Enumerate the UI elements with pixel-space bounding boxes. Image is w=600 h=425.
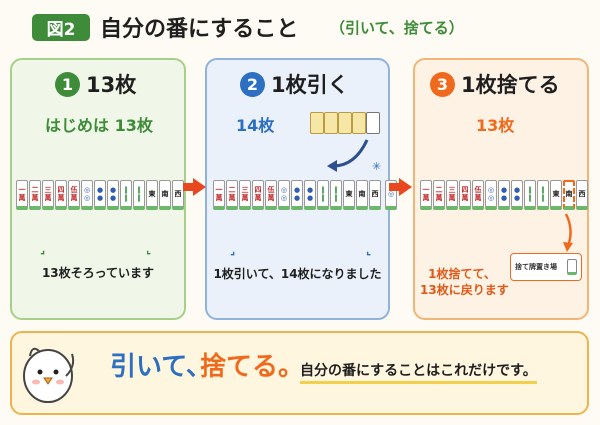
page-title: 自分の番にすること xyxy=(100,17,299,42)
step-3-number-badge: 3 xyxy=(430,71,455,97)
hand-tile: ◎◎ xyxy=(81,180,93,210)
step-3-title: 1枚捨てる xyxy=(461,73,560,97)
sparkle-icon: ⌞ xyxy=(146,243,152,256)
step-2-heading: 2 1枚引く xyxy=(240,70,349,98)
step-3-count: 13枚 xyxy=(476,116,515,135)
hand-tile: ‖‖ xyxy=(537,180,549,210)
step-2-hand: 一萬二萬三萬四萬伍萬◎◎●●●●‖‖‖‖東南西◎ xyxy=(213,180,397,210)
hand-tile: ●● xyxy=(498,180,510,210)
discard-tile: 南 xyxy=(563,180,575,210)
step-2-title: 1枚引く xyxy=(271,73,349,97)
step-1-heading: 1 13枚 xyxy=(55,70,136,98)
hand-tile: 伍萬 xyxy=(68,180,80,210)
step-3-hand: 一萬二萬三萬四萬伍萬◎◎●●●●‖‖‖‖東南西 xyxy=(420,180,588,210)
hand-tile: ●● xyxy=(291,180,303,210)
discard-arrow-icon xyxy=(563,213,573,252)
hand-tile: ●● xyxy=(511,180,523,210)
hand-tile: 伍萬 xyxy=(472,180,484,210)
discard-area-label: 捨て牌置き場 xyxy=(515,263,557,271)
hand-tile: 東 xyxy=(550,180,562,210)
step-2-count: 14枚 xyxy=(236,116,275,135)
hand-tile: 一萬 xyxy=(420,180,432,210)
next-step-arrow-icon xyxy=(389,178,412,196)
sparkle-icon: ✳ xyxy=(372,160,382,173)
hand-tile: ‖‖ xyxy=(120,180,132,210)
hand-tile: ‖‖ xyxy=(330,180,342,210)
step-1-hand: 一萬二萬三萬四萬伍萬◎◎●●●●‖‖‖‖東南西 xyxy=(16,180,184,210)
hand-tile: 四萬 xyxy=(252,180,264,210)
hand-tile: 二萬 xyxy=(29,180,41,210)
figure-label: 図2 xyxy=(32,14,90,41)
hand-tile: 四萬 xyxy=(459,180,471,210)
next-step-arrow-icon xyxy=(183,178,206,196)
hand-tile: 一萬 xyxy=(213,180,225,210)
hand-tile: 南 xyxy=(159,180,171,210)
draw-curve-arrow-icon xyxy=(327,139,369,172)
hand-tile: 西 xyxy=(576,180,588,210)
hand-tile: 西 xyxy=(369,180,381,210)
hand-tile: 南 xyxy=(356,180,368,210)
hand-tile: 四萬 xyxy=(55,180,67,210)
hand-tile: 三萬 xyxy=(239,180,251,210)
step-3-heading: 3 1枚捨てる xyxy=(430,70,560,98)
hand-tile: 二萬 xyxy=(226,180,238,210)
summary-draw: 引いて、 xyxy=(110,352,212,382)
sparkle-icon: ⌟ xyxy=(40,243,46,256)
summary-discard: 捨てる。 xyxy=(200,352,305,382)
hand-tile: 一萬 xyxy=(16,180,28,210)
hand-tile: ◎◎ xyxy=(485,180,497,210)
hand-tile: 三萬 xyxy=(42,180,54,210)
step-1-title: 13枚 xyxy=(86,73,137,97)
step-1-number-badge: 1 xyxy=(55,71,80,97)
step-1-count: はじめは 13枚 xyxy=(45,116,153,135)
hand-tile: ‖‖ xyxy=(524,180,536,210)
hand-tile: 二萬 xyxy=(433,180,445,210)
bird-mascot-icon xyxy=(23,347,75,403)
hand-tile: ‖‖ xyxy=(317,180,329,210)
summary-banner xyxy=(10,331,589,415)
tile-wall-stack xyxy=(310,108,386,140)
sparkle-icon: ⌞ xyxy=(366,244,372,257)
hand-tile: 東 xyxy=(146,180,158,210)
discarded-tile xyxy=(567,259,577,275)
hand-tile: ◎◎ xyxy=(278,180,290,210)
summary-text: 自分の番にすることはこれだけです。 xyxy=(300,360,537,384)
step-1-caption: 13枚そろっています xyxy=(41,266,155,280)
hand-tile: 三萬 xyxy=(446,180,458,210)
hand-tile: ●● xyxy=(304,180,316,210)
step-2-caption: 1枚引いて、14枚になりました xyxy=(213,267,382,281)
hand-tile: ●● xyxy=(94,180,106,210)
hand-tile: 東 xyxy=(343,180,355,210)
discard-area: 捨て牌置き場 xyxy=(510,253,582,281)
step-2-number-badge: 2 xyxy=(240,71,265,97)
hand-tile: ●● xyxy=(107,180,119,210)
sparkle-icon: ⌟ xyxy=(230,244,236,257)
hand-tile: 西 xyxy=(172,180,184,210)
page-subtitle: （引いて、捨てる） xyxy=(330,19,464,37)
hand-tile: ‖‖ xyxy=(133,180,145,210)
step-3-caption: 1枚捨てて、 13枚に戻ります xyxy=(420,267,509,297)
hand-tile: 伍萬 xyxy=(265,180,277,210)
